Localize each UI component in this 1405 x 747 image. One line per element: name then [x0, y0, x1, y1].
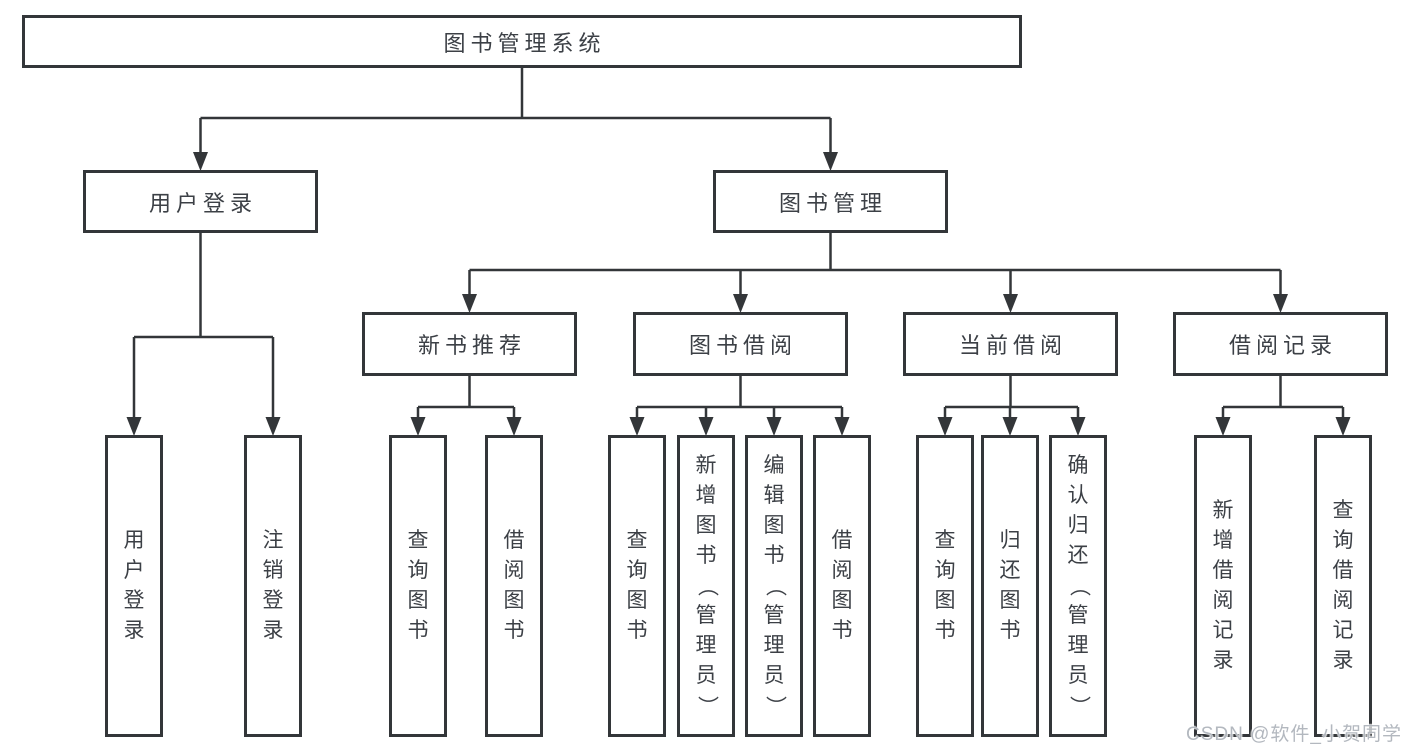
- node-book-borrow: 图书借阅: [633, 312, 848, 376]
- leaf-add-books-admin: 新增图书（管理员）: [677, 435, 735, 737]
- leaf-return-books: 归还图书: [981, 435, 1039, 737]
- csdn-watermark: CSDN @软件_小贺同学: [1186, 724, 1402, 745]
- node-label: 借阅图书: [503, 529, 525, 642]
- node-label: 用户登录: [148, 190, 257, 216]
- node-label: 图书管理: [778, 190, 887, 216]
- node-root-library-system: 图书管理系统: [22, 15, 1022, 68]
- node-label: 查询图书: [934, 529, 956, 642]
- leaf-edit-books-admin: 编辑图书（管理员）: [745, 435, 803, 737]
- leaf-borrow-books-1: 借阅图书: [485, 435, 543, 737]
- node-label: 新增借阅记录: [1212, 499, 1234, 672]
- node-label: 图书借阅: [688, 333, 797, 358]
- node-label: 查询借阅记录: [1332, 499, 1354, 672]
- leaf-logout: 注销登录: [244, 435, 302, 737]
- leaf-user-login: 用户登录: [105, 435, 163, 737]
- node-label: 归还图书: [999, 529, 1021, 642]
- node-label: 当前借阅: [958, 333, 1067, 358]
- leaf-borrow-books-2: 借阅图书: [813, 435, 871, 737]
- node-label: 新书推荐: [417, 333, 526, 358]
- node-label: 注销登录: [262, 529, 284, 642]
- leaf-add-borrow-record: 新增借阅记录: [1194, 435, 1252, 737]
- node-label: 确认归还（管理员）: [1067, 454, 1090, 717]
- arrowhead-icons: [126, 152, 1351, 436]
- leaf-query-books-3: 查询图书: [916, 435, 974, 737]
- node-label: 借阅图书: [831, 529, 853, 642]
- node-label: 编辑图书（管理员）: [763, 454, 786, 717]
- node-user-login: 用户登录: [83, 170, 318, 233]
- leaf-confirm-return-admin: 确认归还（管理员）: [1049, 435, 1107, 737]
- node-label: 新增图书（管理员）: [695, 454, 718, 717]
- node-label: 用户登录: [123, 529, 145, 642]
- leaf-query-borrow-record: 查询借阅记录: [1314, 435, 1372, 737]
- leaf-query-books-2: 查询图书: [608, 435, 666, 737]
- node-label: 查询图书: [626, 529, 648, 642]
- node-borrow-records: 借阅记录: [1173, 312, 1388, 376]
- node-new-book-recommend: 新书推荐: [362, 312, 577, 376]
- leaf-query-books-1: 查询图书: [389, 435, 447, 737]
- node-label: 查询图书: [407, 529, 429, 642]
- node-current-borrow: 当前借阅: [903, 312, 1118, 376]
- node-label: 借阅记录: [1228, 333, 1337, 358]
- node-book-management: 图书管理: [713, 170, 948, 233]
- node-label: 图书管理系统: [443, 30, 606, 56]
